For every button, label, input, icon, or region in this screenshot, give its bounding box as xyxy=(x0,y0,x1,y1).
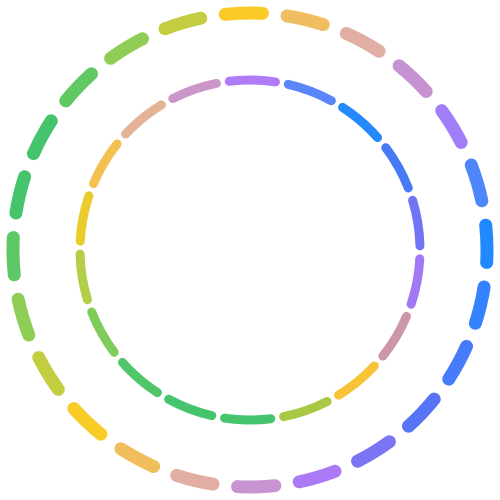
outer-ring-dash xyxy=(9,170,32,220)
inner-ring-dash xyxy=(381,143,413,193)
outer-ring-dash xyxy=(292,464,342,489)
outer-ring-dash xyxy=(231,479,282,494)
inner-ring-dash xyxy=(378,311,411,361)
outer-ring-dash xyxy=(59,67,98,108)
outer-ring-dash xyxy=(11,292,36,342)
outer-ring-dash xyxy=(464,158,489,208)
outer-ring-dash xyxy=(435,104,468,149)
outer-ring-dash xyxy=(6,231,21,282)
outer-ring-dash xyxy=(479,218,494,269)
outer-ring-dash xyxy=(32,351,65,396)
inner-ring-dash xyxy=(224,75,280,87)
inner-ring-dash xyxy=(338,102,383,143)
outer-ring-dash xyxy=(218,6,269,21)
outer-ring-dash xyxy=(67,402,108,441)
inner-ring-dash xyxy=(408,195,425,251)
inner-ring-dash xyxy=(283,79,336,106)
outer-ring-dash xyxy=(351,435,396,468)
outer-ring-dash xyxy=(402,392,441,433)
inner-ring-dash xyxy=(168,78,221,104)
inner-ring-dash xyxy=(279,396,332,422)
outer-ring-dash xyxy=(170,468,220,491)
inner-ring-dash xyxy=(121,100,166,139)
outer-ring-dash xyxy=(392,59,433,98)
outer-ring-dash xyxy=(104,32,149,65)
outer-ring-dash xyxy=(442,339,474,386)
outer-ring-dash xyxy=(114,442,161,474)
outer-ring-dash xyxy=(158,11,208,36)
outer-ring-dash xyxy=(468,280,491,330)
inner-ring-dash xyxy=(89,139,122,189)
inner-ring-dash xyxy=(75,191,94,246)
inner-ring-dash xyxy=(87,307,119,357)
inner-dashed-ring xyxy=(75,75,425,425)
inner-ring-dash xyxy=(75,249,92,305)
inner-ring-dash xyxy=(334,361,379,400)
inner-ring-dash xyxy=(117,357,162,398)
inner-ring-dash xyxy=(164,394,217,421)
outer-ring-dash xyxy=(339,26,386,58)
outer-dashed-ring xyxy=(6,6,494,494)
outer-ring-dash xyxy=(26,114,58,161)
outer-ring-dash xyxy=(280,9,330,32)
inner-ring-dash xyxy=(406,254,425,309)
inner-ring-dash xyxy=(220,413,276,425)
